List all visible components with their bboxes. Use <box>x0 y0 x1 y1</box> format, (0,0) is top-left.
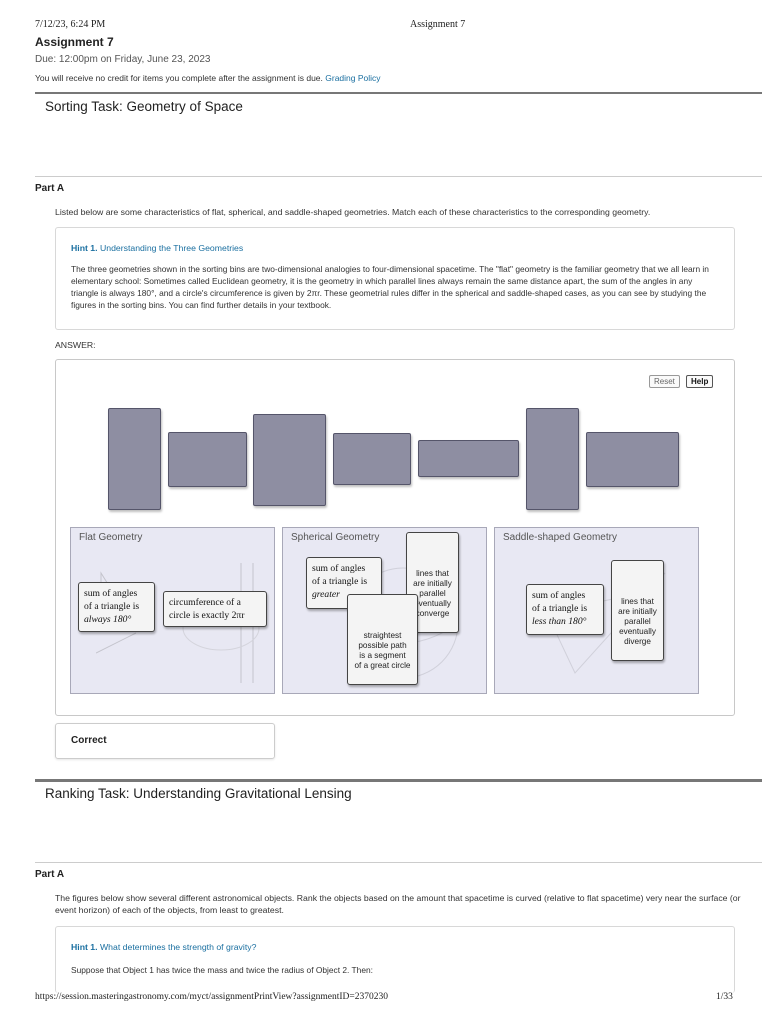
task2-hint-text: Suppose that Object 1 has twice the mass… <box>71 965 373 975</box>
part-divider <box>35 176 762 177</box>
drop-slot[interactable] <box>168 432 247 487</box>
task2-hint-box: Hint 1. What determines the strength of … <box>55 926 735 993</box>
drop-slot[interactable] <box>418 440 519 477</box>
drop-slot[interactable] <box>253 414 326 506</box>
card-parallel-converge[interactable]: lines that are initially parallel eventu… <box>406 532 459 633</box>
card-line: parallel <box>624 617 651 626</box>
part-divider <box>35 862 762 863</box>
task2-part-label: Part A <box>35 869 65 880</box>
print-doc-title: Assignment 7 <box>410 19 466 30</box>
bin-label: Flat Geometry <box>79 532 143 543</box>
assignment-title: Assignment 7 <box>35 35 114 49</box>
card-line: diverge <box>624 637 651 646</box>
result-box: Correct <box>55 723 275 759</box>
card-line: circumference of a <box>169 597 241 608</box>
card-circumference-2pir[interactable]: circumference of a circle is exactly 2πr <box>163 591 267 627</box>
card-line: always 180° <box>84 614 132 625</box>
card-line: eventually <box>414 599 451 608</box>
card-line: is a segment <box>359 651 406 660</box>
footer-page-number: 1/33 <box>716 992 733 1002</box>
result-status: Correct <box>71 735 107 746</box>
task1-hint-number: Hint 1. <box>71 243 98 253</box>
task2-hint-number: Hint 1. <box>71 942 98 952</box>
card-line: converge <box>415 609 450 618</box>
card-parallel-diverge[interactable]: lines that are initially parallel eventu… <box>611 560 664 661</box>
task1-hint-text: The three geometries shown in the sortin… <box>71 264 709 310</box>
card-line: of a great circle <box>354 661 411 670</box>
card-line: parallel <box>419 589 446 598</box>
card-sum-angles-180[interactable]: sum of angles of a triangle is always 18… <box>78 582 155 632</box>
card-sum-angles-less[interactable]: sum of angles of a triangle is less than… <box>526 584 604 635</box>
task2-hint-title[interactable]: Hint 1. What determines the strength of … <box>71 942 256 952</box>
card-line: sum of angles <box>532 590 586 601</box>
grading-policy-link[interactable]: Grading Policy <box>325 73 381 83</box>
card-line: of a triangle is <box>312 576 368 587</box>
print-datetime: 7/12/23, 6:24 PM <box>35 19 106 30</box>
card-line: are initially <box>618 607 657 616</box>
task1-hint-title[interactable]: Hint 1. Understanding the Three Geometri… <box>71 243 243 253</box>
section-divider <box>35 92 762 94</box>
card-line: sum of angles <box>84 588 138 599</box>
bin-label: Spherical Geometry <box>291 532 380 543</box>
card-line: of a triangle is <box>532 603 588 614</box>
credit-note: You will receive no credit for items you… <box>35 73 381 83</box>
task1-hint-title-text: Understanding the Three Geometries <box>99 243 244 253</box>
card-line: less than 180° <box>532 616 587 627</box>
card-line: possible path <box>358 641 407 650</box>
drop-slot[interactable] <box>586 432 679 487</box>
card-line: greater <box>312 589 340 600</box>
card-line: circle is exactly 2πr <box>169 610 245 621</box>
bin-label: Saddle-shaped Geometry <box>503 532 617 543</box>
card-line: eventually <box>619 627 656 636</box>
task1-prompt: Listed below are some characteristics of… <box>55 207 651 217</box>
reset-button[interactable]: Reset <box>649 375 680 388</box>
task2-title: Ranking Task: Understanding Gravitationa… <box>45 786 352 801</box>
section-divider <box>35 779 762 782</box>
card-line: of a triangle is <box>84 601 140 612</box>
task2-hint-title-text: What determines the strength of gravity? <box>99 942 257 952</box>
answer-label: ANSWER: <box>55 340 96 350</box>
drop-slot[interactable] <box>526 408 579 510</box>
card-line: are initially <box>413 579 452 588</box>
due-date: Due: 12:00pm on Friday, June 23, 2023 <box>35 54 211 65</box>
card-line: lines that <box>621 597 654 606</box>
card-line: lines that <box>416 569 449 578</box>
task1-title: Sorting Task: Geometry of Space <box>45 99 243 114</box>
task1-hint-box: Hint 1. Understanding the Three Geometri… <box>55 227 735 330</box>
task2-prompt: The figures below show several different… <box>55 893 741 915</box>
help-button[interactable]: Help <box>686 375 714 388</box>
card-line: sum of angles <box>312 563 366 574</box>
drop-slot[interactable] <box>333 433 411 485</box>
drop-slot[interactable] <box>108 408 161 510</box>
card-line: straightest <box>363 631 402 640</box>
footer-url: https://session.masteringastronomy.com/m… <box>35 992 388 1002</box>
task1-part-label: Part A <box>35 183 65 194</box>
card-great-circle[interactable]: straightest possible path is a segment o… <box>347 594 418 685</box>
credit-note-text: You will receive no credit for items you… <box>35 73 323 83</box>
